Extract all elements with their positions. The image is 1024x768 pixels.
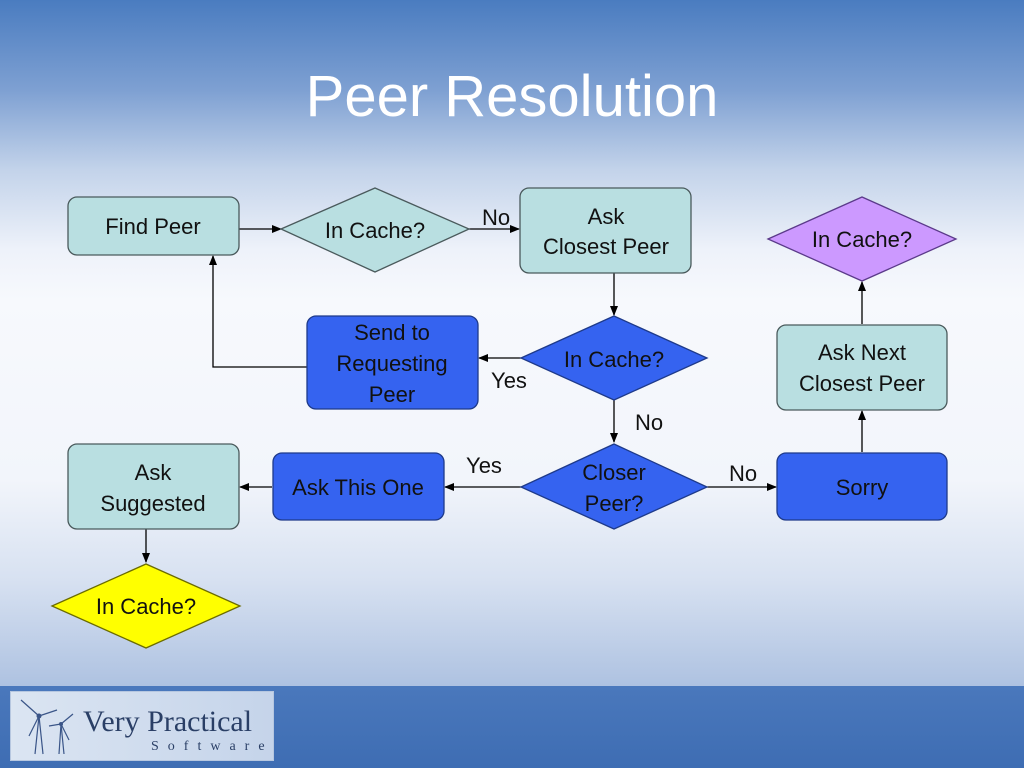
logo-subtitle: Software	[151, 739, 274, 754]
label-no-1: No	[482, 205, 510, 230]
logo-name: Very Practical	[83, 705, 253, 738]
node-ask-next-line2: Closest Peer	[799, 371, 925, 396]
node-in-cache-yellow: In Cache?	[50, 563, 242, 649]
label-no-2: No	[635, 410, 663, 435]
node-in-cache-purple-label: In Cache?	[812, 227, 912, 252]
node-in-cache-yellow-label: In Cache?	[96, 594, 196, 619]
flowchart: No Yes No Yes No Find Peer In Cache? Ask…	[50, 187, 958, 649]
node-in-cache-1: In Cache?	[279, 187, 471, 273]
node-closer-peer-line2: Peer?	[585, 491, 644, 516]
node-ask-this-one: Ask This One	[272, 452, 445, 521]
node-in-cache-1-label: In Cache?	[325, 218, 425, 243]
node-ask-next-closest-peer: Ask Next Closest Peer	[776, 324, 948, 411]
node-ask-closest-peer-line2: Closest Peer	[543, 234, 669, 259]
label-no-3: No	[729, 461, 757, 486]
edge-send-to-findpeer	[209, 255, 307, 368]
node-send-to-requesting-peer: Send to Requesting Peer	[306, 315, 479, 410]
company-logo: Very Practical Software	[10, 691, 274, 761]
label-yes-2: Yes	[466, 453, 502, 478]
node-send-line2: Requesting	[336, 351, 447, 376]
node-ask-this-one-label: Ask This One	[292, 475, 424, 500]
windmill-icon	[20, 699, 74, 755]
node-ask-suggested-line2: Suggested	[100, 491, 205, 516]
node-ask-closest-peer-line1: Ask	[588, 204, 626, 229]
node-ask-suggested-line1: Ask	[135, 460, 173, 485]
node-sorry-label: Sorry	[836, 475, 889, 500]
node-ask-closest-peer: Ask Closest Peer	[519, 187, 692, 274]
label-yes-1: Yes	[491, 368, 527, 393]
edges	[142, 225, 866, 563]
node-send-line1: Send to	[354, 320, 430, 345]
node-find-peer: Find Peer	[67, 196, 240, 256]
node-find-peer-label: Find Peer	[105, 214, 200, 239]
node-ask-next-line1: Ask Next	[818, 340, 906, 365]
footer-bar: Very Practical Software	[0, 686, 1024, 768]
node-closer-peer-line1: Closer	[582, 460, 646, 485]
node-closer-peer: Closer Peer?	[519, 443, 709, 530]
node-sorry: Sorry	[776, 452, 948, 521]
node-in-cache-2-label: In Cache?	[564, 347, 664, 372]
node-ask-suggested: Ask Suggested	[67, 443, 240, 530]
node-in-cache-purple: In Cache?	[766, 196, 958, 282]
node-send-line3: Peer	[369, 382, 415, 407]
node-in-cache-2: In Cache?	[519, 315, 709, 401]
slide-title: Peer Resolution	[305, 64, 719, 129]
